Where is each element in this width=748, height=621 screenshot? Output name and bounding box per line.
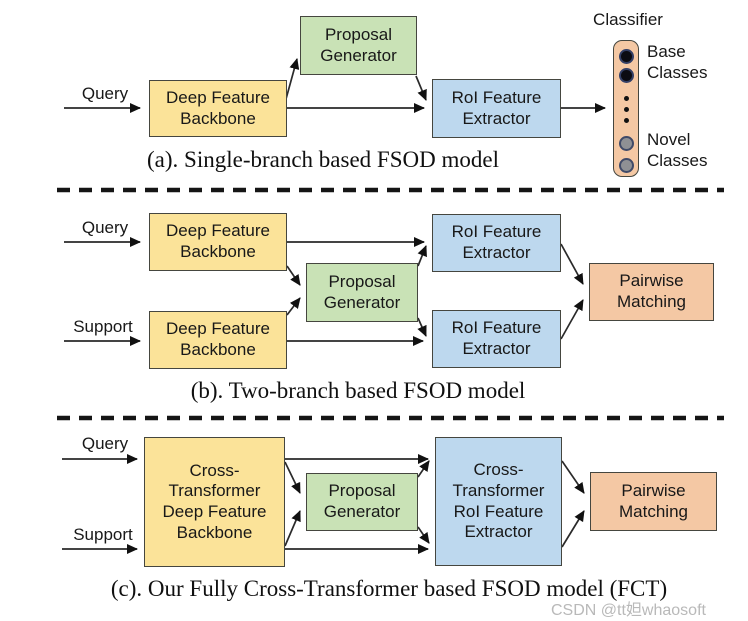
classifier-column (613, 40, 639, 177)
arrow-proposal-to-roi-bottom-c (417, 526, 430, 544)
arrow-roi-s-to-pairwise-b (560, 299, 584, 340)
arrow-proposal-to-roi-top-c (417, 460, 430, 478)
query-input-label-c: Query (81, 434, 129, 453)
roi-feature-extractor-query-box-b: RoI Feature Extractor (432, 214, 561, 272)
pairwise-matching-box-c: Pairwise Matching (590, 472, 717, 531)
novel-class-dot (618, 158, 634, 173)
deep-feature-backbone-support-box-b: Deep Feature Backbone (149, 311, 287, 369)
proposal-generator-box-c: Proposal Generator (306, 473, 418, 531)
arrow-backbone-to-proposal-bottom-c (284, 510, 301, 547)
cross-transformer-roi-extractor-box-c: Cross- Transformer RoI Feature Extractor (435, 437, 562, 566)
caption-c: (c). Our Fully Cross-Transformer based F… (110, 576, 668, 601)
support-input-label-c: Support (73, 525, 133, 544)
proposal-generator-box-a: Proposal Generator (300, 16, 417, 75)
csdn-watermark: CSDN @tt妲whaosoft (551, 602, 706, 619)
ellipsis-dot (623, 107, 629, 112)
arrow-proposal-to-roi-q-b (417, 245, 427, 267)
classifier-title: Classifier (593, 10, 663, 29)
caption-a: (a). Single-branch based FSOD model (147, 147, 499, 172)
ellipsis-dot (623, 118, 629, 123)
base-class-dot (618, 49, 634, 64)
caption-b: (b). Two-branch based FSOD model (190, 378, 526, 403)
arrow-proposal-to-roi-a (415, 75, 427, 101)
query-input-label-a: Query (81, 84, 129, 103)
roi-feature-extractor-support-box-b: RoI Feature Extractor (432, 310, 561, 368)
ellipsis-dot (623, 96, 629, 101)
arrow-backbone-s-to-proposal-b (286, 297, 301, 316)
arrow-roi-to-pairwise-bottom-c (561, 510, 585, 548)
arrow-roi-to-pairwise-top-c (561, 460, 585, 494)
base-classes-label: Base Classes (647, 42, 708, 82)
query-input-label-b: Query (81, 218, 129, 237)
base-class-dot (618, 68, 634, 83)
deep-feature-backbone-query-box-b: Deep Feature Backbone (149, 213, 287, 271)
cross-transformer-backbone-box-c: Cross- Transformer Deep Feature Backbone (144, 437, 285, 567)
arrow-backbone-q-to-proposal-b (286, 265, 301, 286)
proposal-generator-box-b: Proposal Generator (306, 263, 418, 322)
roi-feature-extractor-box-a: RoI Feature Extractor (432, 79, 561, 138)
novel-classes-label: Novel Classes (647, 130, 708, 170)
novel-class-dot (618, 136, 634, 151)
pairwise-matching-box-b: Pairwise Matching (589, 263, 714, 321)
arrow-roi-q-to-pairwise-b (560, 243, 584, 285)
deep-feature-backbone-box-a: Deep Feature Backbone (149, 80, 287, 137)
arrow-backbone-to-proposal-top-c (284, 461, 301, 494)
arrow-backbone-to-proposal-a (285, 58, 300, 100)
arrow-proposal-to-roi-s-b (417, 317, 427, 337)
support-input-label-b: Support (73, 317, 133, 336)
